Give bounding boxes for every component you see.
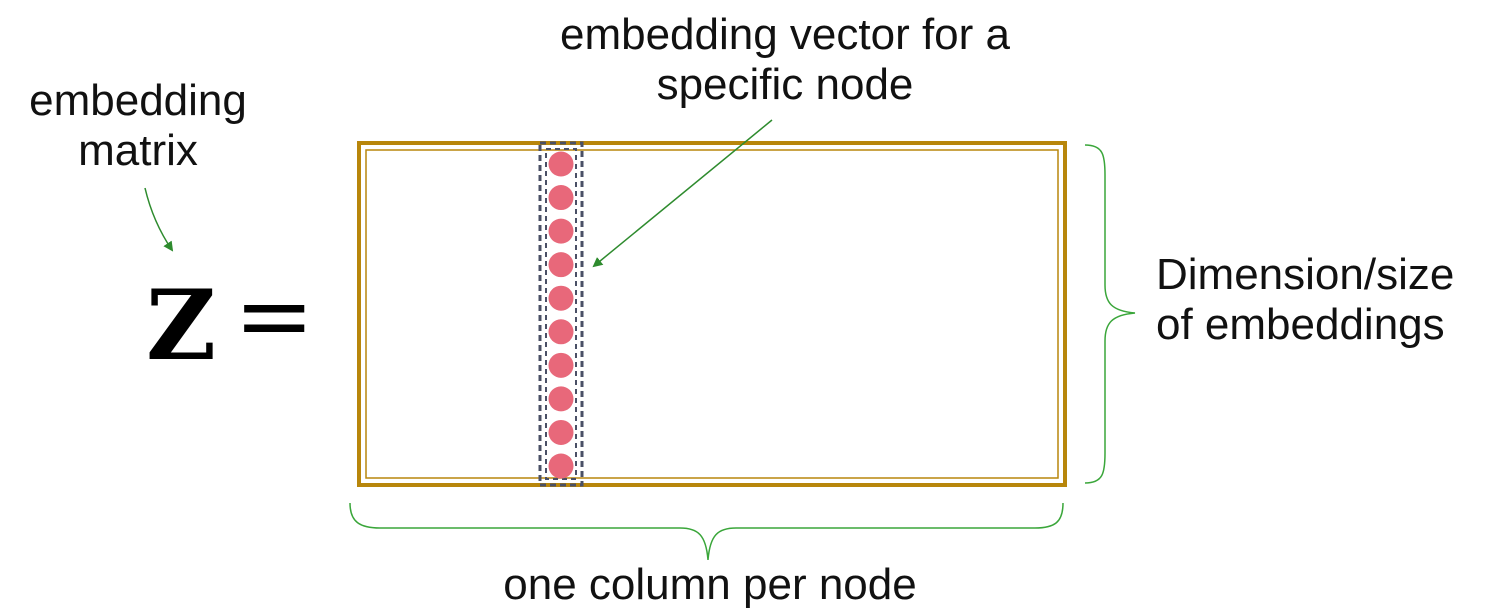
dimension-label-line1: Dimension/size bbox=[1156, 250, 1455, 299]
column-brace bbox=[349, 502, 1064, 561]
column-label: one column per node bbox=[503, 560, 917, 609]
matrix-outer-border bbox=[357, 141, 1067, 487]
vector-element-dot bbox=[548, 453, 574, 479]
matrix-inner-border bbox=[365, 149, 1059, 479]
vector-element-dot bbox=[548, 218, 574, 244]
vector-label-line2: specific node bbox=[656, 60, 914, 109]
vector-element-dot bbox=[548, 151, 574, 177]
embedding-matrix-label-line1: embedding bbox=[29, 76, 247, 125]
vector-column-outline-outer bbox=[538, 141, 584, 487]
vector-element-dot bbox=[548, 185, 574, 211]
embedding-matrix-label-line2: matrix bbox=[78, 126, 198, 175]
matrix-pointer-arrow bbox=[144, 187, 174, 252]
vector-element-dot bbox=[548, 319, 574, 345]
vector-element-dot bbox=[548, 252, 574, 278]
vector-element-dot bbox=[548, 419, 574, 445]
vector-element-dot bbox=[548, 352, 574, 378]
dimension-brace bbox=[1084, 144, 1136, 484]
embedding-vector-elements bbox=[548, 151, 574, 479]
dimension-label: Dimension/size of embeddings bbox=[1156, 250, 1454, 350]
vector-pointer-arrow bbox=[592, 119, 773, 268]
equation-operator: = bbox=[234, 260, 315, 372]
vector-element-dot bbox=[548, 285, 574, 311]
dimension-label-line2: of embeddings bbox=[1156, 300, 1445, 349]
vector-label: embedding vector for a specific node bbox=[515, 10, 1055, 110]
vector-label-line1: embedding vector for a bbox=[559, 10, 1011, 59]
embedding-matrix-label: embedding matrix bbox=[8, 76, 268, 176]
equation-symbol: Z bbox=[146, 269, 217, 382]
vector-element-dot bbox=[548, 386, 574, 412]
